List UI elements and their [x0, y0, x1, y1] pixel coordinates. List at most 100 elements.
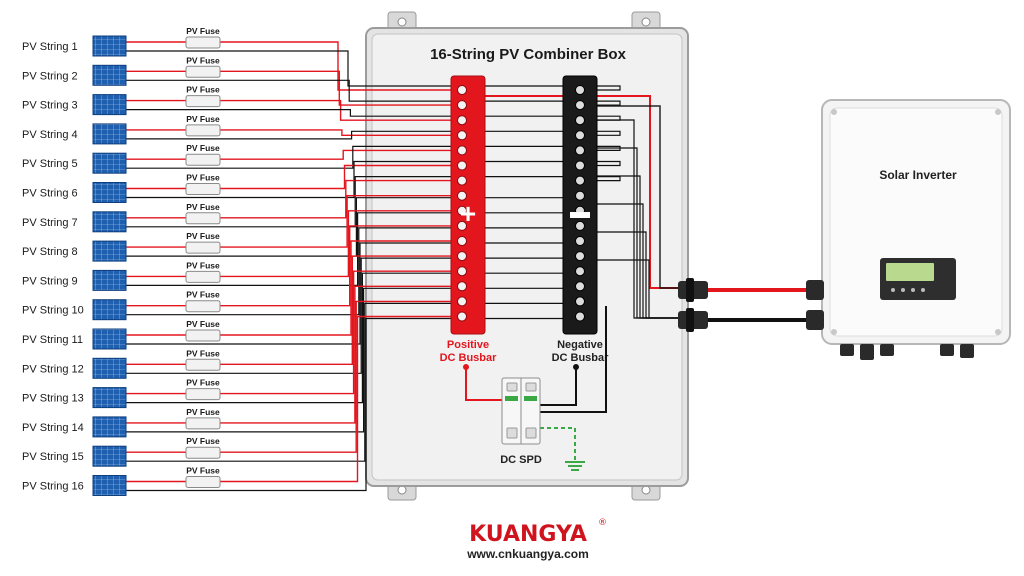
positive-busbar: + — [450, 75, 486, 335]
pv-string-label: PV String 14 — [22, 422, 84, 434]
pv-string-label: PV String 3 — [22, 100, 78, 112]
positive-terminal — [457, 266, 467, 277]
negative-wire — [126, 145, 621, 169]
pv-string-label: PV String 13 — [22, 393, 84, 405]
solar-panel-icon — [92, 64, 127, 86]
solar-panel-icon — [92, 299, 127, 321]
pv-string-label: PV String 6 — [22, 188, 78, 200]
negative-terminal — [575, 85, 585, 95]
positive-terminal — [457, 205, 467, 216]
string-wires — [126, 41, 680, 492]
pv-fuse-label: PV Fuse — [186, 407, 220, 417]
positive-terminal — [457, 100, 467, 111]
pv-fuse-icon — [185, 358, 221, 371]
pv-fuse-label: PV Fuse — [186, 348, 220, 358]
negative-terminal — [575, 311, 585, 322]
positive-wire — [126, 70, 451, 106]
combiner-enclosure — [365, 11, 689, 501]
pv-fuse-label: PV Fuse — [186, 173, 220, 183]
pv-string-label: PV String 10 — [22, 305, 84, 317]
positive-terminal — [457, 236, 467, 246]
spd-wiring — [463, 306, 607, 471]
cable-gland-positive — [678, 278, 708, 302]
pv-fuse-icon — [185, 446, 221, 459]
pv-string-label: PV String 5 — [22, 158, 78, 170]
positive-wire — [126, 41, 451, 91]
positive-busbar-label-2: DC Busbar — [440, 352, 498, 364]
solar-panel-icon — [92, 445, 127, 467]
pv-fuse-label: PV Fuse — [186, 260, 220, 270]
pv-fuse-icon — [185, 329, 221, 342]
positive-wire — [126, 179, 451, 219]
negative-busbar — [562, 75, 598, 335]
pv-fuse-icon — [185, 388, 221, 401]
solar-panel-icon — [92, 240, 127, 262]
cable-gland-negative — [678, 308, 708, 332]
positive-wire — [126, 210, 451, 278]
dc-spd-label: DC SPD — [500, 454, 542, 466]
positive-wire — [126, 300, 451, 453]
diagram-title: 16-String PV Combiner Box — [430, 46, 627, 63]
dc-spd — [501, 377, 541, 445]
pv-string-label: PV String 12 — [22, 363, 84, 375]
pv-fuse-icon — [185, 270, 221, 283]
positive-terminal — [457, 145, 467, 156]
pv-fuse-label: PV Fuse — [186, 85, 220, 95]
pv-string-label: PV String 7 — [22, 217, 78, 229]
pv-fuse-icon — [185, 212, 221, 225]
pv-fuse-icon — [185, 300, 221, 313]
positive-terminal — [457, 85, 467, 95]
pv-string-label: PV String 15 — [22, 451, 84, 463]
positive-wire — [126, 164, 451, 190]
pv-fuse-label: PV Fuse — [186, 290, 220, 300]
negative-terminal — [575, 115, 585, 126]
negative-terminal — [575, 190, 585, 201]
pv-fuse-icon — [185, 124, 221, 137]
positive-wire — [126, 285, 451, 424]
positive-wire — [126, 99, 451, 121]
positive-wire — [126, 149, 451, 160]
pv-fuse-label: PV Fuse — [186, 202, 220, 212]
positive-symbol: + — [460, 198, 476, 229]
positive-wire — [126, 315, 451, 483]
pv-string-label: PV String 1 — [22, 41, 78, 53]
positive-wire — [126, 255, 451, 365]
solar-panel-icon — [92, 269, 127, 291]
pv-fuse-label: PV Fuse — [186, 378, 220, 388]
pv-fuse-icon — [185, 183, 221, 195]
pv-string-label: PV String 11 — [22, 334, 83, 346]
pv-fuse-label: PV Fuse — [186, 436, 220, 446]
negative-terminal — [575, 236, 585, 246]
negative-terminal — [575, 100, 585, 111]
positive-terminal — [457, 251, 467, 262]
pv-fuse-label: PV Fuse — [186, 143, 220, 153]
negative-terminal — [575, 281, 585, 292]
ground-icon — [565, 461, 585, 471]
solar-panel-icon — [92, 357, 127, 379]
pv-fuse-label: PV Fuse — [186, 319, 220, 329]
pv-fuse-icon — [185, 65, 221, 78]
negative-terminal — [575, 266, 585, 277]
positive-terminal — [457, 115, 467, 126]
positive-wire — [126, 240, 451, 336]
positive-terminal — [457, 311, 467, 322]
brand-logo: KUANGYA — [469, 522, 587, 547]
negative-terminal — [575, 296, 585, 307]
pv-fuse-icon — [185, 476, 221, 488]
solar-panel-icon — [92, 387, 127, 409]
pv-fuse-icon — [185, 153, 221, 166]
solar-panel-icon — [92, 328, 127, 350]
negative-symbol-mark — [570, 212, 590, 218]
negative-busbar-label-2: DC Busbar — [552, 352, 610, 364]
negative-terminal — [575, 130, 585, 141]
pv-fuse-icon — [185, 95, 221, 108]
positive-wire — [126, 225, 451, 307]
brand-registered-mark: ® — [598, 518, 607, 528]
solar-panel-icon — [92, 94, 127, 116]
negative-terminals — [575, 85, 585, 322]
positive-wire — [126, 129, 451, 137]
solar-panel-icon — [92, 123, 127, 145]
pv-string-label: PV String 16 — [22, 481, 84, 493]
